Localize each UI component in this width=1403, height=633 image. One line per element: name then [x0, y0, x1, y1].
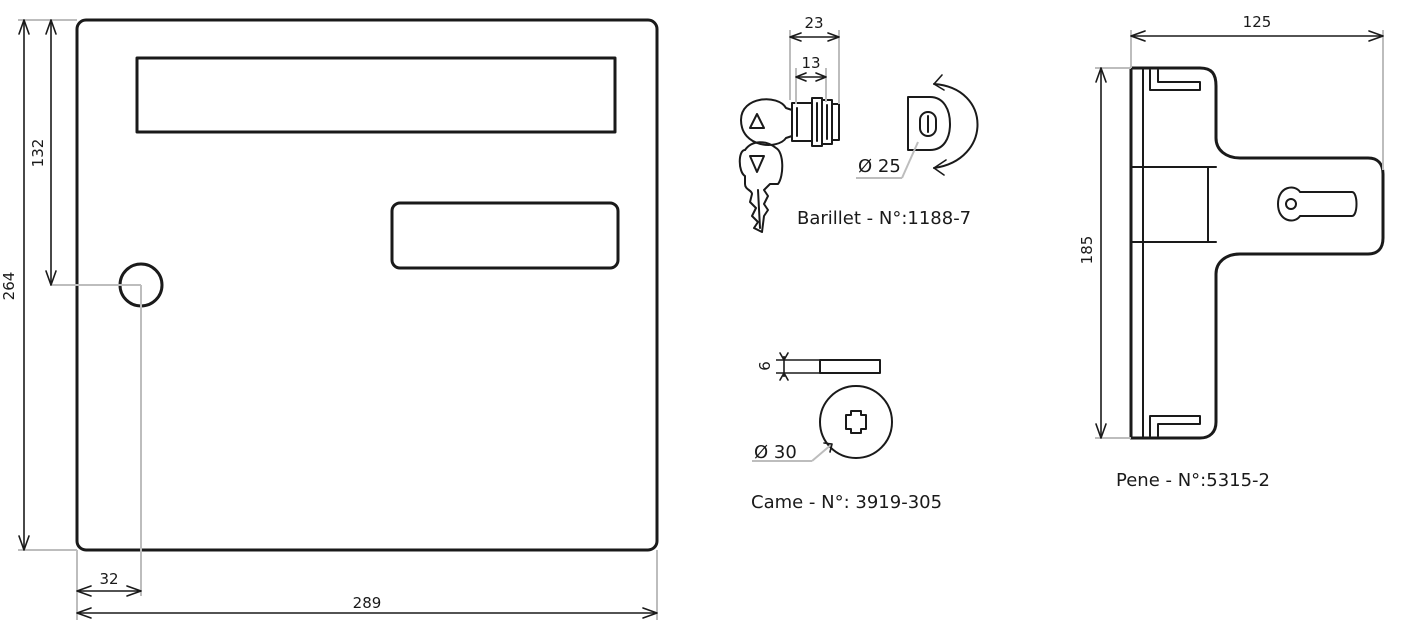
cam-side-view	[819, 359, 881, 374]
dimension-13: 13	[795, 54, 827, 104]
cam-caption: Came - N°: 3919-305	[751, 492, 942, 513]
cam-face	[819, 385, 893, 459]
rotation-arrow	[933, 83, 979, 169]
mailbox-front-plate	[75, 18, 659, 552]
dimension-32: 32	[76, 570, 142, 597]
latch-keyhole	[1277, 186, 1358, 222]
barrel-front-view: Ø 25	[856, 74, 979, 179]
dimension-185: 185	[1078, 67, 1131, 439]
dimension-264: 264	[0, 19, 30, 551]
name-label-window	[390, 201, 620, 270]
latch-outline	[1129, 66, 1385, 440]
height-label: 264	[0, 272, 18, 301]
plate-dimensions: 264 132 32 289	[0, 19, 658, 620]
cam-diameter-label: Ø 30	[754, 442, 797, 463]
hole-offset-label: 32	[99, 570, 118, 588]
barrel-lock: 23 13 Ø 25 Barillet - N°:1188-7	[738, 14, 979, 233]
barrel-length-label: 23	[804, 14, 823, 32]
key-triangle	[749, 113, 765, 129]
barrel-diameter-label: Ø 25	[858, 156, 901, 177]
plate-outline	[75, 18, 659, 552]
cam: 6 Ø 30 Came - N°: 3919-305	[751, 352, 942, 513]
dimension-6: 6	[756, 352, 820, 381]
latch-width-label: 125	[1243, 13, 1272, 31]
cam-thickness-label: 6	[756, 361, 774, 371]
barrel-caption: Barillet - N°:1188-7	[797, 208, 971, 229]
dimension-289: 289	[76, 594, 658, 619]
mail-slot	[135, 56, 617, 134]
key-body	[738, 141, 784, 233]
hole-height-label: 132	[29, 139, 47, 168]
cam-keyway	[845, 410, 867, 434]
barrel-body	[791, 102, 813, 142]
dimension-132: 132	[29, 19, 57, 286]
dimension-23: 23	[789, 14, 840, 104]
latch: 125 185 Pene - N°:5315-2	[1078, 13, 1385, 491]
key-head	[740, 98, 793, 146]
latch-height-label: 185	[1078, 236, 1096, 265]
latch-caption: Pene - N°:5315-2	[1116, 470, 1270, 491]
width-label: 289	[353, 594, 382, 612]
barrel-shank-label: 13	[801, 54, 820, 72]
dimension-125: 125	[1130, 13, 1384, 170]
